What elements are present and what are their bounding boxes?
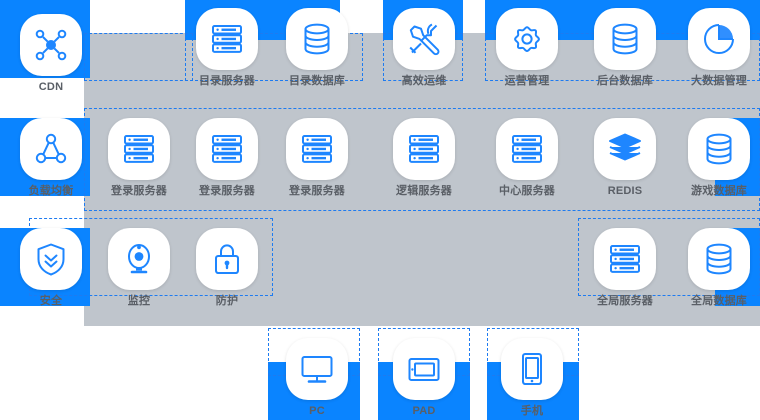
node-bigdata-mgmt[interactable]: 大数据管理	[682, 8, 756, 88]
node-monitoring[interactable]: 监控	[102, 228, 176, 308]
node-ops-management[interactable]: 运营管理	[490, 8, 564, 88]
layers-stack-icon	[594, 118, 656, 180]
database-icon	[594, 8, 656, 70]
node-protection[interactable]: 防护	[190, 228, 264, 308]
node-label-login-server-3: 登录服务器	[289, 185, 345, 197]
node-label-dir-database: 目录数据库	[289, 75, 345, 87]
node-dir-server[interactable]: 目录服务器	[190, 8, 264, 88]
node-global-server[interactable]: 全局服务器	[588, 228, 662, 308]
node-label-pc: PC	[309, 405, 325, 417]
node-label-dir-server: 目录服务器	[199, 75, 255, 87]
database-icon	[688, 228, 750, 290]
server-rack-icon	[286, 118, 348, 180]
shield-icon	[20, 228, 82, 290]
node-label-backend-db: 后台数据库	[597, 75, 653, 87]
node-redis[interactable]: REDIS	[588, 118, 662, 198]
node-login-server-2[interactable]: 登录服务器	[190, 118, 264, 198]
server-rack-icon	[393, 118, 455, 180]
node-label-efficient-ops: 高效运维	[401, 75, 447, 87]
server-rack-icon	[594, 228, 656, 290]
node-label-login-server-2: 登录服务器	[199, 185, 255, 197]
node-label-mobile: 手机	[520, 405, 544, 417]
node-mobile[interactable]: 手机	[495, 338, 569, 418]
tools-wrench-icon	[393, 8, 455, 70]
node-dir-database[interactable]: 目录数据库	[280, 8, 354, 88]
gear-settings-icon	[496, 8, 558, 70]
node-login-server-3[interactable]: 登录服务器	[280, 118, 354, 198]
node-label-login-server-1: 登录服务器	[111, 185, 167, 197]
node-label-game-database: 游戏数据库	[691, 185, 747, 197]
node-cdn[interactable]: CDN	[14, 14, 88, 94]
cdn-network-icon	[20, 14, 82, 76]
node-label-pad: PAD	[412, 405, 436, 417]
frame-directory	[185, 33, 363, 81]
node-logic-server[interactable]: 逻辑服务器	[387, 118, 461, 198]
node-center-server[interactable]: 中心服务器	[490, 118, 564, 198]
node-label-cdn: CDN	[38, 81, 64, 93]
node-label-redis: REDIS	[607, 185, 643, 197]
node-label-ops-management: 运营管理	[504, 75, 550, 87]
node-label-protection: 防护	[215, 295, 239, 307]
database-icon	[286, 8, 348, 70]
camera-monitor-icon	[108, 228, 170, 290]
lock-icon	[196, 228, 258, 290]
node-backend-db[interactable]: 后台数据库	[588, 8, 662, 88]
node-efficient-ops[interactable]: 高效运维	[387, 8, 461, 88]
node-label-global-db: 全局数据库	[691, 295, 747, 307]
node-pc[interactable]: PC	[280, 338, 354, 418]
server-rack-icon	[196, 8, 258, 70]
database-icon	[688, 118, 750, 180]
node-global-db[interactable]: 全局数据库	[682, 228, 756, 308]
tablet-icon	[393, 338, 455, 400]
frame-cdn	[84, 33, 193, 81]
node-label-load-balance: 负载均衡	[28, 185, 74, 197]
node-label-center-server: 中心服务器	[499, 185, 555, 197]
node-game-database[interactable]: 游戏数据库	[682, 118, 756, 198]
node-login-server-1[interactable]: 登录服务器	[102, 118, 176, 198]
pie-chart-icon	[688, 8, 750, 70]
node-security[interactable]: 安全	[14, 228, 88, 308]
server-rack-icon	[108, 118, 170, 180]
smartphone-icon	[501, 338, 563, 400]
node-label-monitoring: 监控	[127, 295, 151, 307]
node-label-bigdata-mgmt: 大数据管理	[691, 75, 747, 87]
node-pad[interactable]: PAD	[387, 338, 461, 418]
load-balancer-icon	[20, 118, 82, 180]
server-rack-icon	[196, 118, 258, 180]
desktop-monitor-icon	[286, 338, 348, 400]
node-load-balance[interactable]: 负载均衡	[14, 118, 88, 198]
node-label-security: 安全	[39, 295, 63, 307]
node-label-global-server: 全局服务器	[597, 295, 653, 307]
node-label-logic-server: 逻辑服务器	[396, 185, 452, 197]
server-rack-icon	[496, 118, 558, 180]
